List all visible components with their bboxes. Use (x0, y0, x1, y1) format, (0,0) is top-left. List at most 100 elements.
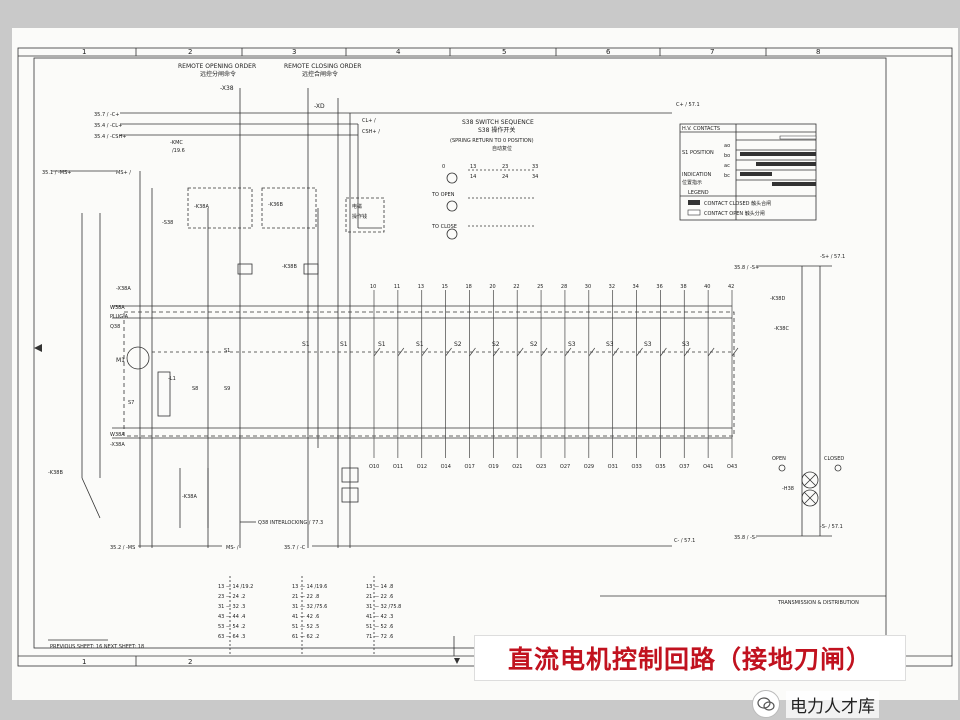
switch-contact-label: S2 (454, 341, 462, 348)
seq-contact-13: 13 (470, 164, 476, 170)
contact-symbol (564, 347, 572, 357)
grid-col-4: 4 (396, 48, 401, 56)
terminal-bottom-label: O14 (441, 464, 451, 470)
terminal-bottom-label: O33 (632, 464, 642, 470)
switch-contact-label: S3 (682, 341, 690, 348)
switch-contact-label: S3 (606, 341, 614, 348)
label-xd: -XD (314, 103, 325, 110)
ref-right-c-plus: C+ / 57.1 (676, 102, 700, 108)
wechat-logo-icon (752, 690, 780, 718)
terminal-bottom-label: O27 (560, 464, 570, 470)
contact-table-entry: 31 — 32 /75.6 (292, 604, 327, 610)
grid-col-1: 1 (82, 48, 86, 56)
contact-symbol (612, 347, 619, 357)
terminal-bottom-label: O31 (608, 464, 618, 470)
contact-table-entry: 51 — 52 .6 (366, 624, 393, 630)
remote-open-title-cn: 远控分闸命令 (200, 70, 236, 78)
terminal-bottom-label: O41 (703, 464, 713, 470)
control-circuit-diagram: 10O1011O1113O1215O1418O1720O1922O2125O23… (17, 47, 953, 667)
ref-s-minus-out: -S- / 57.1 (820, 524, 843, 530)
contact-table-entry: 63 — 64 .3 (218, 634, 245, 640)
contact-table-entry: 31 — 32 .3 (218, 604, 245, 610)
seq-contact-14: 14 (470, 174, 476, 180)
label-s1: S1 (224, 348, 230, 354)
ref-left-ms-minus: 35.2 / -MS (110, 545, 135, 551)
contact-table-entry: 41 — 42 .6 (292, 614, 319, 620)
switch-seq-title: S38 SWITCH SEQUENCE (462, 119, 534, 126)
terminal-bottom-label: O11 (393, 464, 403, 470)
seq-contact-24: 24 (502, 174, 508, 180)
switch-contact-label: S1 (416, 341, 424, 348)
label-q38: Q38 (110, 324, 120, 330)
switch-contact-label: S1 (378, 341, 386, 348)
label-s38: -S38 (162, 220, 173, 226)
label-s7: S7 (128, 400, 134, 406)
label-x38: -X38 (220, 85, 234, 92)
ref-s-plus-out: -S+ / 57.1 (820, 254, 845, 260)
grid-col-6: 6 (606, 48, 611, 56)
seq-contact-23: 23 (502, 164, 508, 170)
label-l1: -L1 (168, 376, 176, 382)
terminal-bottom-label: O12 (417, 464, 427, 470)
switch-pos-close: TO CLOSE (431, 224, 457, 230)
terminal-top-label: 11 (394, 284, 400, 290)
terminal-bottom-label: O21 (512, 464, 522, 470)
label-h38: -H38 (782, 486, 794, 492)
brand-watermark: 电力人才库 (752, 690, 879, 718)
terminal-top-label: 25 (537, 284, 543, 290)
contact-symbol (421, 347, 429, 357)
switch-contact-label: S2 (492, 341, 500, 348)
grid-col-2: 2 (188, 48, 192, 56)
contact-symbol (516, 347, 524, 357)
legend-hv: H.V. CONTACTS (682, 126, 720, 132)
ref-right-cl-plus: CL+ / (362, 118, 376, 124)
contact-table-entry: 13 — 14 /19.6 (292, 584, 327, 590)
switch-contact-label: S1 (302, 341, 310, 348)
terminal-top-label: 22 (513, 284, 519, 290)
ref-left-c-minus: 35.7 / -C (284, 545, 306, 551)
terminal-top-label: 38 (680, 284, 686, 290)
terminal-top-label: 28 (561, 284, 567, 290)
contact-symbol (683, 347, 691, 357)
ref-s-minus-in: 35.8 / -S- (734, 535, 757, 541)
grid-col-5: 5 (502, 48, 506, 56)
title-block-text: TRANSMISSION & DISTRIBUTION (777, 600, 859, 606)
contact-symbol (493, 347, 500, 357)
contact-symbol (636, 347, 643, 357)
brand-name: 电力人才库 (786, 690, 879, 718)
switch-pos-0: 0 (442, 164, 445, 170)
terminal-top-label: 18 (465, 284, 471, 290)
contact-table-entry: 41 — 42 .3 (366, 614, 393, 620)
terminal-top-label: 42 (728, 284, 734, 290)
terminal-bottom-label: O37 (679, 464, 689, 470)
terminal-bottom-label: O29 (584, 464, 594, 470)
caption-text: 直流电机控制回路（接地刀闸） (507, 645, 872, 674)
terminal-top-label: 10 (370, 284, 376, 290)
grid-col-8: 8 (816, 48, 820, 56)
label-k38c: -K38C (774, 326, 789, 332)
ref-right-ms-minus: MS- / (226, 545, 239, 551)
contact-table-entry: 71 — 72 .6 (366, 634, 393, 640)
label-operate-cn: 操作钱 (352, 213, 367, 220)
terminal-top-label: 36 (656, 284, 662, 290)
switch-contact-label: S2 (530, 341, 538, 348)
ref-s-plus-in: 35.8 / -S+ (734, 265, 759, 271)
remote-close-title: REMOTE CLOSING ORDER (284, 63, 361, 70)
terminal-bottom-label: O17 (464, 464, 474, 470)
label-w38a-bottom: W38A (110, 432, 125, 438)
seq-contact-34: 34 (532, 174, 538, 180)
ref-right-csh-plus: CSH+ / (362, 129, 380, 135)
label-plug-a: PLUG A (110, 314, 129, 320)
contact-table-entry: 31 — 32 /75.8 (366, 604, 401, 610)
switch-seq-title-cn: S38 操作开关 (478, 126, 515, 134)
label-k36b: -K36B (268, 202, 283, 208)
contact-symbol (707, 347, 715, 357)
terminal-top-label: 20 (489, 284, 495, 290)
label-k38a: -K38A (194, 204, 209, 210)
legend-row-bc: bc (724, 173, 730, 179)
switch-seq-subtitle-cn: 自动复位 (492, 145, 512, 152)
terminal-bottom-label: O35 (655, 464, 665, 470)
terminal-bottom-label: O10 (369, 464, 379, 470)
legend-title: LEGEND (688, 190, 709, 196)
legend-indication: INDICATION (682, 172, 712, 178)
